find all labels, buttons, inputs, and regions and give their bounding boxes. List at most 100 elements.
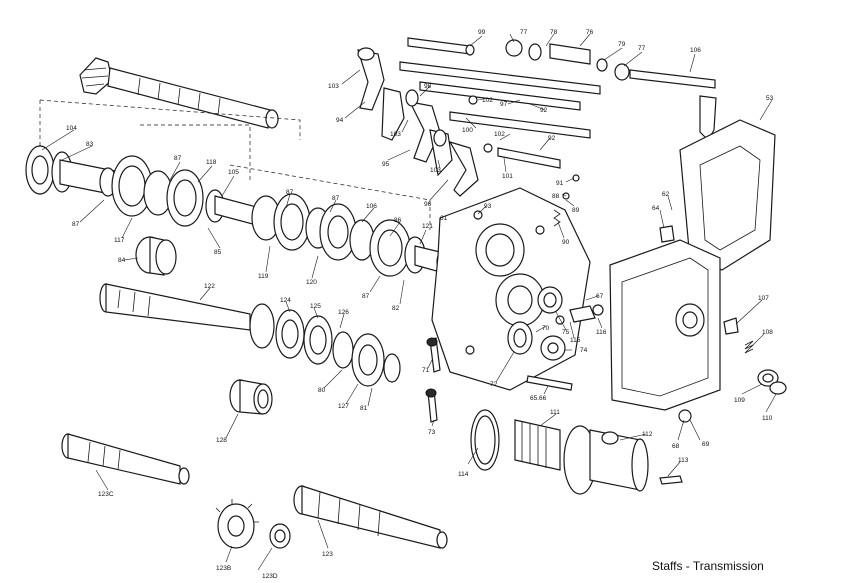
callout-121: 121 (422, 223, 433, 230)
layshaft (99, 283, 401, 387)
callout-115: 115 (570, 337, 581, 344)
callout-92-b: 92 (548, 135, 556, 142)
callout-106-b: 106 (366, 203, 377, 210)
callout-108: 108 (762, 329, 773, 336)
callout-107: 107 (758, 295, 769, 302)
filter-assembly (470, 409, 683, 495)
diagram-caption: Staffs - Transmission (652, 559, 764, 573)
callout-79: 79 (618, 41, 626, 48)
small-parts-top (468, 39, 717, 227)
callout-102-b: 102 (494, 131, 505, 138)
callout-97: 97 (500, 101, 508, 108)
callout-95: 95 (382, 161, 390, 168)
callout-100: 100 (462, 127, 473, 134)
callout-67: 67 (596, 293, 604, 300)
callout-71: 71 (422, 367, 430, 374)
callout-103-c: 103 (430, 167, 441, 174)
callout-113: 113 (678, 457, 689, 464)
callout-89: 89 (572, 207, 580, 214)
callout-91: 91 (556, 180, 564, 187)
selector-rods (399, 37, 716, 169)
callout-101: 101 (502, 173, 513, 180)
callout-94: 94 (336, 117, 344, 124)
callout-92: 92 (540, 107, 548, 114)
callout-109: 109 (734, 397, 745, 404)
callout-78: 78 (550, 29, 558, 36)
callout-81: 81 (360, 405, 368, 412)
callout-83: 83 (86, 141, 94, 148)
callout-118: 118 (206, 159, 217, 166)
callout-120: 120 (306, 279, 317, 286)
input-shaft-top (79, 57, 279, 129)
callout-93: 93 (484, 203, 492, 210)
callout-105: 105 (228, 169, 239, 176)
callout-98: 98 (424, 83, 432, 90)
callout-87-b: 87 (286, 189, 294, 196)
callout-86: 86 (394, 217, 402, 224)
callout-68: 68 (672, 443, 680, 450)
callout-123d: 123D (262, 573, 278, 580)
callout-87: 87 (174, 155, 182, 162)
callout-72: 72 (490, 381, 498, 388)
callout-110: 110 (762, 415, 773, 422)
callout-84: 84 (118, 257, 126, 264)
callout-53: 53 (766, 95, 774, 102)
callout-102: 102 (482, 97, 493, 104)
callout-103: 103 (328, 83, 339, 90)
callout-82: 82 (392, 305, 400, 312)
callout-96: 96 (424, 201, 432, 208)
callout-87-c: 87 (332, 195, 340, 202)
callout-61: 61 (440, 215, 448, 222)
gearbox-housing (609, 119, 787, 423)
intermediate-plate (431, 187, 591, 391)
callout-112: 112 (642, 431, 653, 438)
callout-80: 80 (318, 387, 326, 394)
callout-87-e: 87 (362, 293, 370, 300)
callout-103-b: 103 (390, 131, 401, 138)
callout-85: 85 (214, 249, 222, 256)
callout-labels: 99 77 78 76 79 77 106 103 94 98 102 97 9… (66, 29, 774, 580)
callout-122: 122 (204, 283, 215, 290)
callout-119: 119 (258, 273, 269, 280)
callout-128: 128 (216, 437, 227, 444)
callout-111: 111 (550, 409, 560, 416)
shaft-123c (61, 433, 190, 485)
callout-116: 116 (596, 329, 607, 336)
callout-64: 64 (652, 205, 660, 212)
callout-75: 75 (562, 329, 570, 336)
callout-99: 99 (478, 29, 486, 36)
gear-123b (215, 499, 291, 549)
callout-117: 117 (114, 237, 125, 244)
callout-65-66: 65.66 (530, 395, 547, 402)
callout-125: 125 (310, 303, 321, 310)
callout-88: 88 (552, 193, 560, 200)
callout-114: 114 (458, 471, 469, 478)
callout-77: 77 (520, 29, 528, 36)
callout-76: 76 (586, 29, 594, 36)
studs (425, 337, 573, 423)
selector-forks (357, 47, 479, 197)
callout-124: 124 (280, 297, 291, 304)
bush-128 (229, 379, 273, 415)
callout-69: 69 (702, 441, 710, 448)
callout-123: 123 (322, 551, 333, 558)
callout-70: 70 (542, 325, 550, 332)
mainshaft-gears (25, 145, 448, 277)
bearing-84 (135, 236, 177, 276)
callout-123c: 123C (98, 491, 114, 498)
callout-104: 104 (66, 125, 77, 132)
leader-lines (41, 33, 777, 571)
callout-126: 126 (338, 309, 349, 316)
bearings-70-74-75 (507, 286, 604, 361)
callout-87-d: 87 (72, 221, 80, 228)
callout-90: 90 (562, 239, 570, 246)
callout-127: 127 (338, 403, 349, 410)
callout-73: 73 (428, 429, 436, 436)
callout-74: 74 (580, 347, 588, 354)
callout-123b: 123B (216, 565, 231, 572)
callout-62: 62 (662, 191, 670, 198)
shaft-123 (293, 485, 448, 549)
callout-106: 106 (690, 47, 701, 54)
